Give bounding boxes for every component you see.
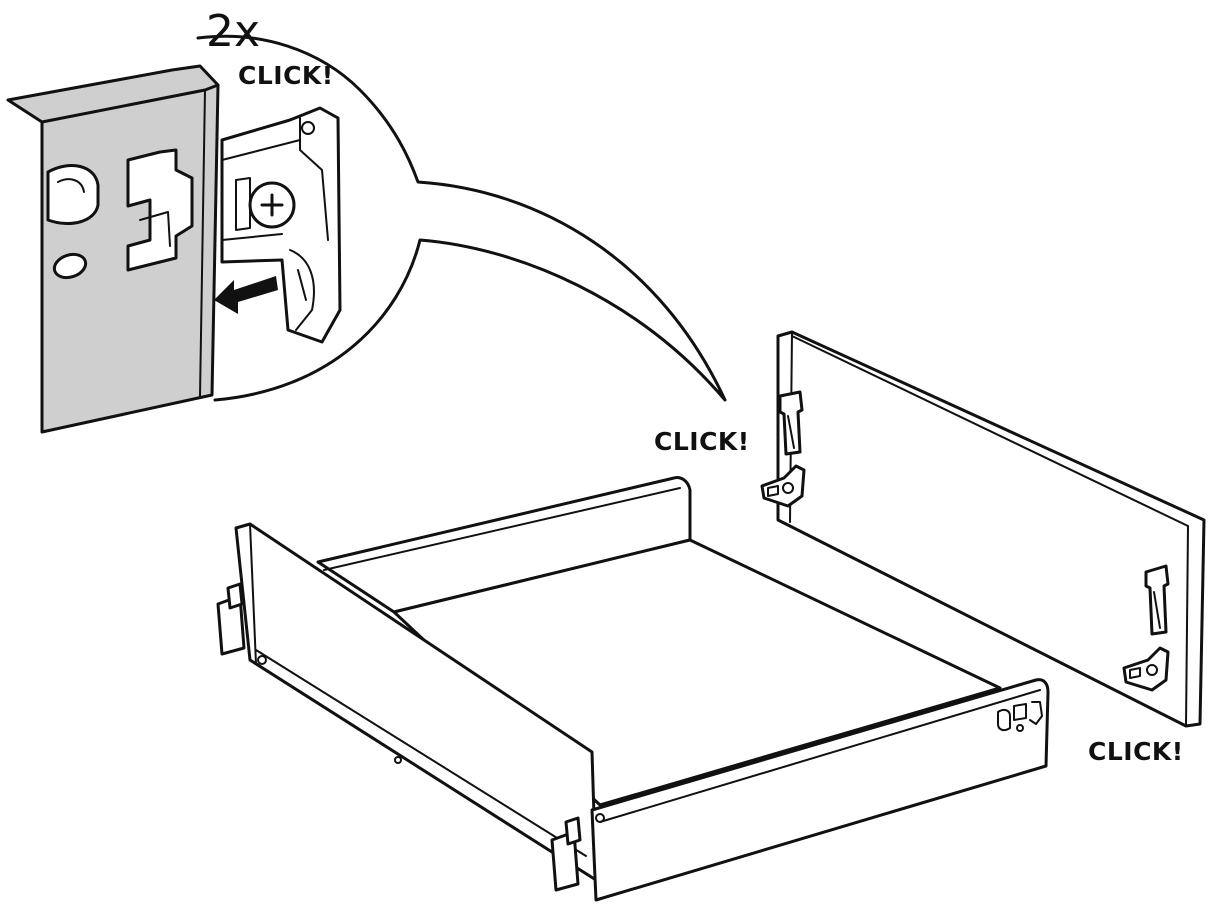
front-clip-upper-right	[1144, 564, 1170, 636]
callout-drawer-side	[6, 64, 220, 434]
front-clip-upper-left	[778, 390, 804, 456]
drawer-click-label: CLICK!	[654, 427, 750, 456]
callout-bubble-outline	[196, 34, 727, 402]
drawer-assembly	[216, 476, 1050, 902]
drawer-right-side	[590, 678, 1050, 902]
callout-click-label: CLICK!	[238, 61, 334, 90]
detail-callout: 2x CLICK!	[6, 6, 727, 434]
rail-clip-slot-icon	[997, 701, 1043, 732]
front-click-label: CLICK!	[1088, 737, 1184, 766]
push-direction-arrow-icon	[214, 276, 278, 314]
drawer-front-panel	[760, 330, 1206, 728]
front-bracket-lower-left	[760, 464, 806, 508]
drawer-back-panel	[316, 476, 692, 614]
callout-clip-mechanism	[214, 106, 342, 344]
count-label: 2x	[206, 6, 260, 57]
front-bracket-lower-right	[1122, 646, 1170, 692]
